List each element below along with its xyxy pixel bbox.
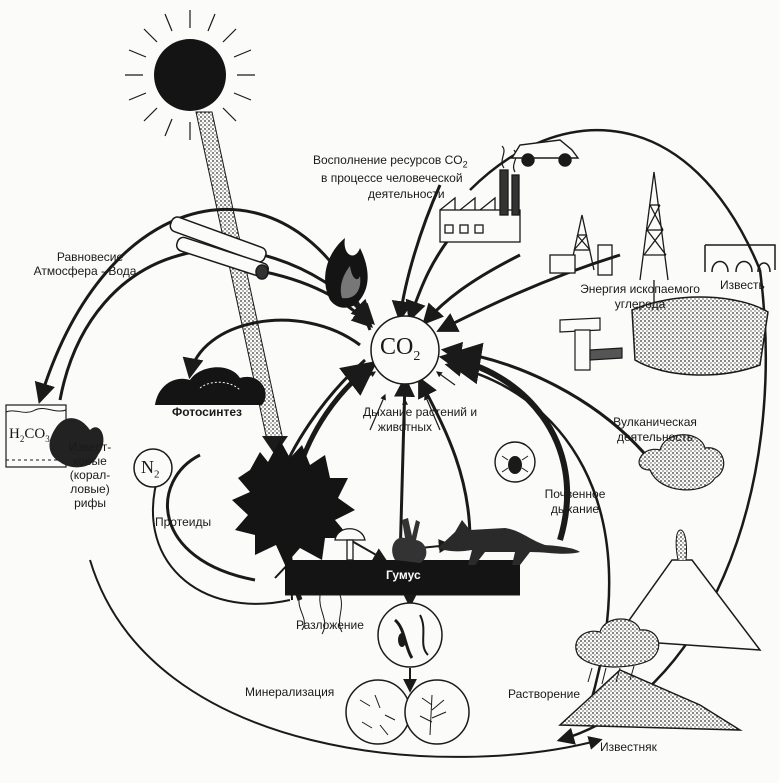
n2-formula-sub: 2	[154, 469, 160, 481]
sun-icon	[125, 10, 255, 140]
breathing-label-line1: Дыхание растений и	[340, 405, 500, 419]
reef-label-line5: рифы	[60, 496, 120, 510]
fossil-label-line1: Энергия ископаемого	[560, 282, 720, 296]
soil-label-line2: дыхание	[535, 502, 615, 516]
n2-formula-main: N	[141, 457, 154, 477]
reef-label-line1: Извест-	[60, 440, 120, 454]
beetle-icon	[495, 442, 535, 482]
lime-label: Известь	[720, 278, 765, 292]
h2co3-h: H	[9, 426, 20, 442]
volcanic-label-line1: Вулканическая	[600, 415, 710, 429]
mine-tower-icon	[550, 215, 612, 275]
h2co3-co: CO	[24, 426, 45, 442]
co2-formula-sub: 2	[413, 349, 420, 364]
lime-bridge-icon	[705, 245, 775, 272]
limestone-label: Известняк	[600, 740, 657, 754]
resources-label: Восполнение ресурсов CO2	[313, 153, 468, 171]
h2co3-formula: H2CO3	[9, 427, 50, 446]
fossil-label-line2: углерода	[560, 297, 720, 311]
balance-label-line1: Равновесие	[30, 250, 150, 264]
proteids-label: Протеиды	[155, 515, 211, 529]
reef-label-line2: ковые	[60, 454, 120, 468]
resources-label-sub: 2	[463, 159, 468, 169]
rabbit-icon	[392, 518, 426, 563]
co2-formula: CO2	[380, 333, 420, 371]
photosynthesis-label: Фотосинтез	[172, 405, 242, 419]
reef-label-line3: (корал-	[60, 468, 120, 482]
mineralization-label: Минерализация	[245, 685, 334, 699]
h2co3-3: 3	[45, 434, 50, 444]
n2-formula: N2	[141, 456, 160, 486]
mine-shaft-icon	[560, 318, 622, 370]
decomposition-circle	[378, 603, 442, 667]
volcanic-label-line2: деятельность	[600, 430, 710, 444]
fire-icon	[325, 238, 368, 308]
humus-label: Гумус	[383, 568, 424, 582]
burning-logs-icon	[169, 215, 270, 279]
balance-label-line2: Атмосфера - Вода	[10, 264, 160, 278]
mineralization-circles	[346, 680, 469, 744]
co2-formula-main: CO	[380, 334, 413, 360]
car-icon	[512, 140, 578, 166]
fox-icon	[438, 520, 580, 565]
volcano-icon	[615, 435, 760, 650]
dissolution-label: Растворение	[508, 687, 580, 701]
resources-label-line1: Восполнение ресурсов CO	[313, 153, 463, 167]
resources-label-line3: деятельности	[368, 187, 445, 201]
breathing-label-line2: животных	[340, 420, 470, 434]
bush-icon	[155, 367, 266, 405]
decomposition-label: Разложение	[296, 618, 364, 632]
resources-label-line2: в процессе человеческой	[321, 171, 463, 185]
reef-label-line4: ловые)	[60, 482, 120, 496]
mushroom-icon	[335, 529, 365, 560]
soil-label-line1: Почвенное	[535, 487, 615, 501]
